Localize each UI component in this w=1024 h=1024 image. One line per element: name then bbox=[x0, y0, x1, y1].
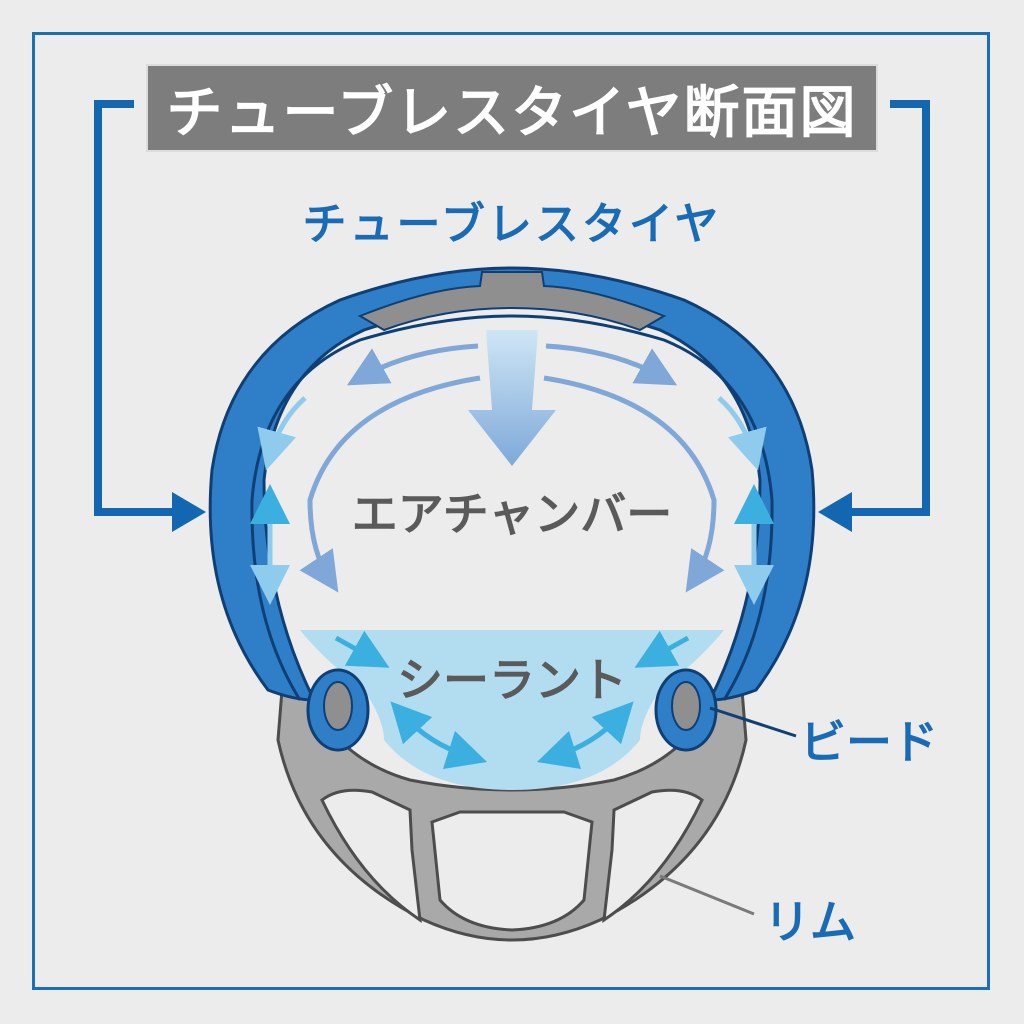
rim-leader-line bbox=[659, 874, 755, 916]
bead-leader-line bbox=[709, 706, 797, 738]
sealant-label: シーラント bbox=[397, 653, 627, 707]
title-banner: チューブレスタイヤ断面図 bbox=[146, 64, 878, 152]
subtitle: チューブレスタイヤ bbox=[302, 199, 722, 250]
page-title: チューブレスタイヤ断面図 bbox=[166, 80, 858, 146]
sealant-arrows bbox=[334, 630, 690, 770]
outer-frame bbox=[32, 32, 990, 990]
air-chamber-label: エアチャンバー bbox=[351, 487, 673, 541]
air-pressure-arrows bbox=[250, 330, 774, 605]
rim-label: リム bbox=[764, 895, 856, 949]
bead-label: ビード bbox=[800, 715, 938, 769]
right-bracket-arrow bbox=[818, 100, 930, 532]
left-bracket-arrow bbox=[94, 100, 206, 532]
rim bbox=[276, 685, 748, 942]
